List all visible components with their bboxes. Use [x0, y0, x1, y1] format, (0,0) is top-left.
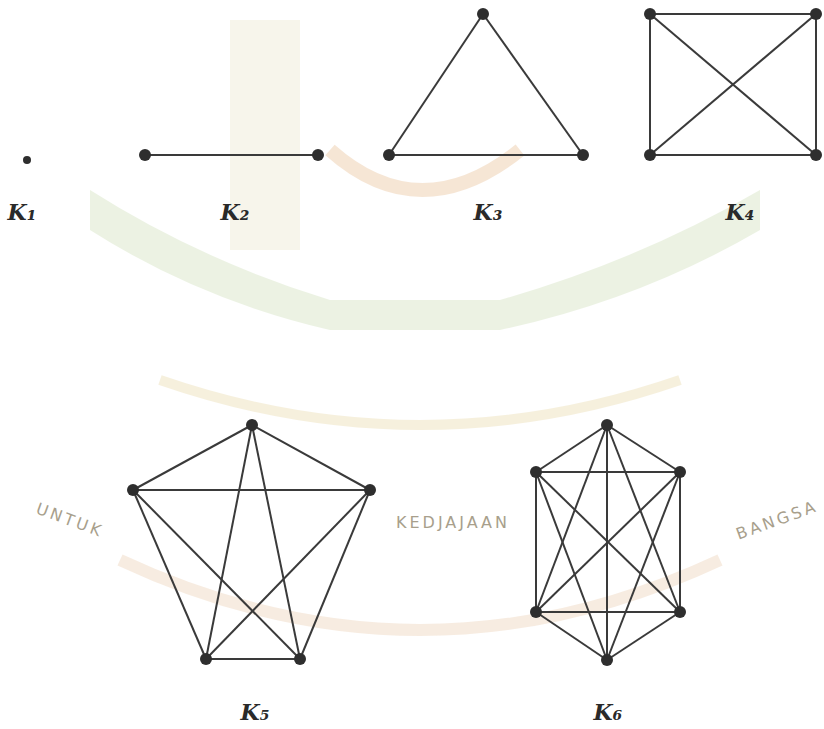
- graph-label: K₂: [221, 199, 250, 225]
- watermark-text: BANGSA: [734, 496, 821, 543]
- graph-label: K₁: [8, 199, 37, 225]
- watermark-logo: [90, 20, 760, 630]
- graph-label: K₅: [241, 699, 270, 725]
- graph-label: K₄: [726, 199, 755, 225]
- graph-edges: [133, 14, 816, 660]
- graph-vertices: [23, 8, 822, 666]
- watermark-text: KEDJAJAAN: [396, 513, 510, 532]
- graph-label: K₆: [594, 699, 623, 725]
- watermark-text: UNTUK: [34, 499, 107, 541]
- graph-label: K₃: [474, 199, 503, 225]
